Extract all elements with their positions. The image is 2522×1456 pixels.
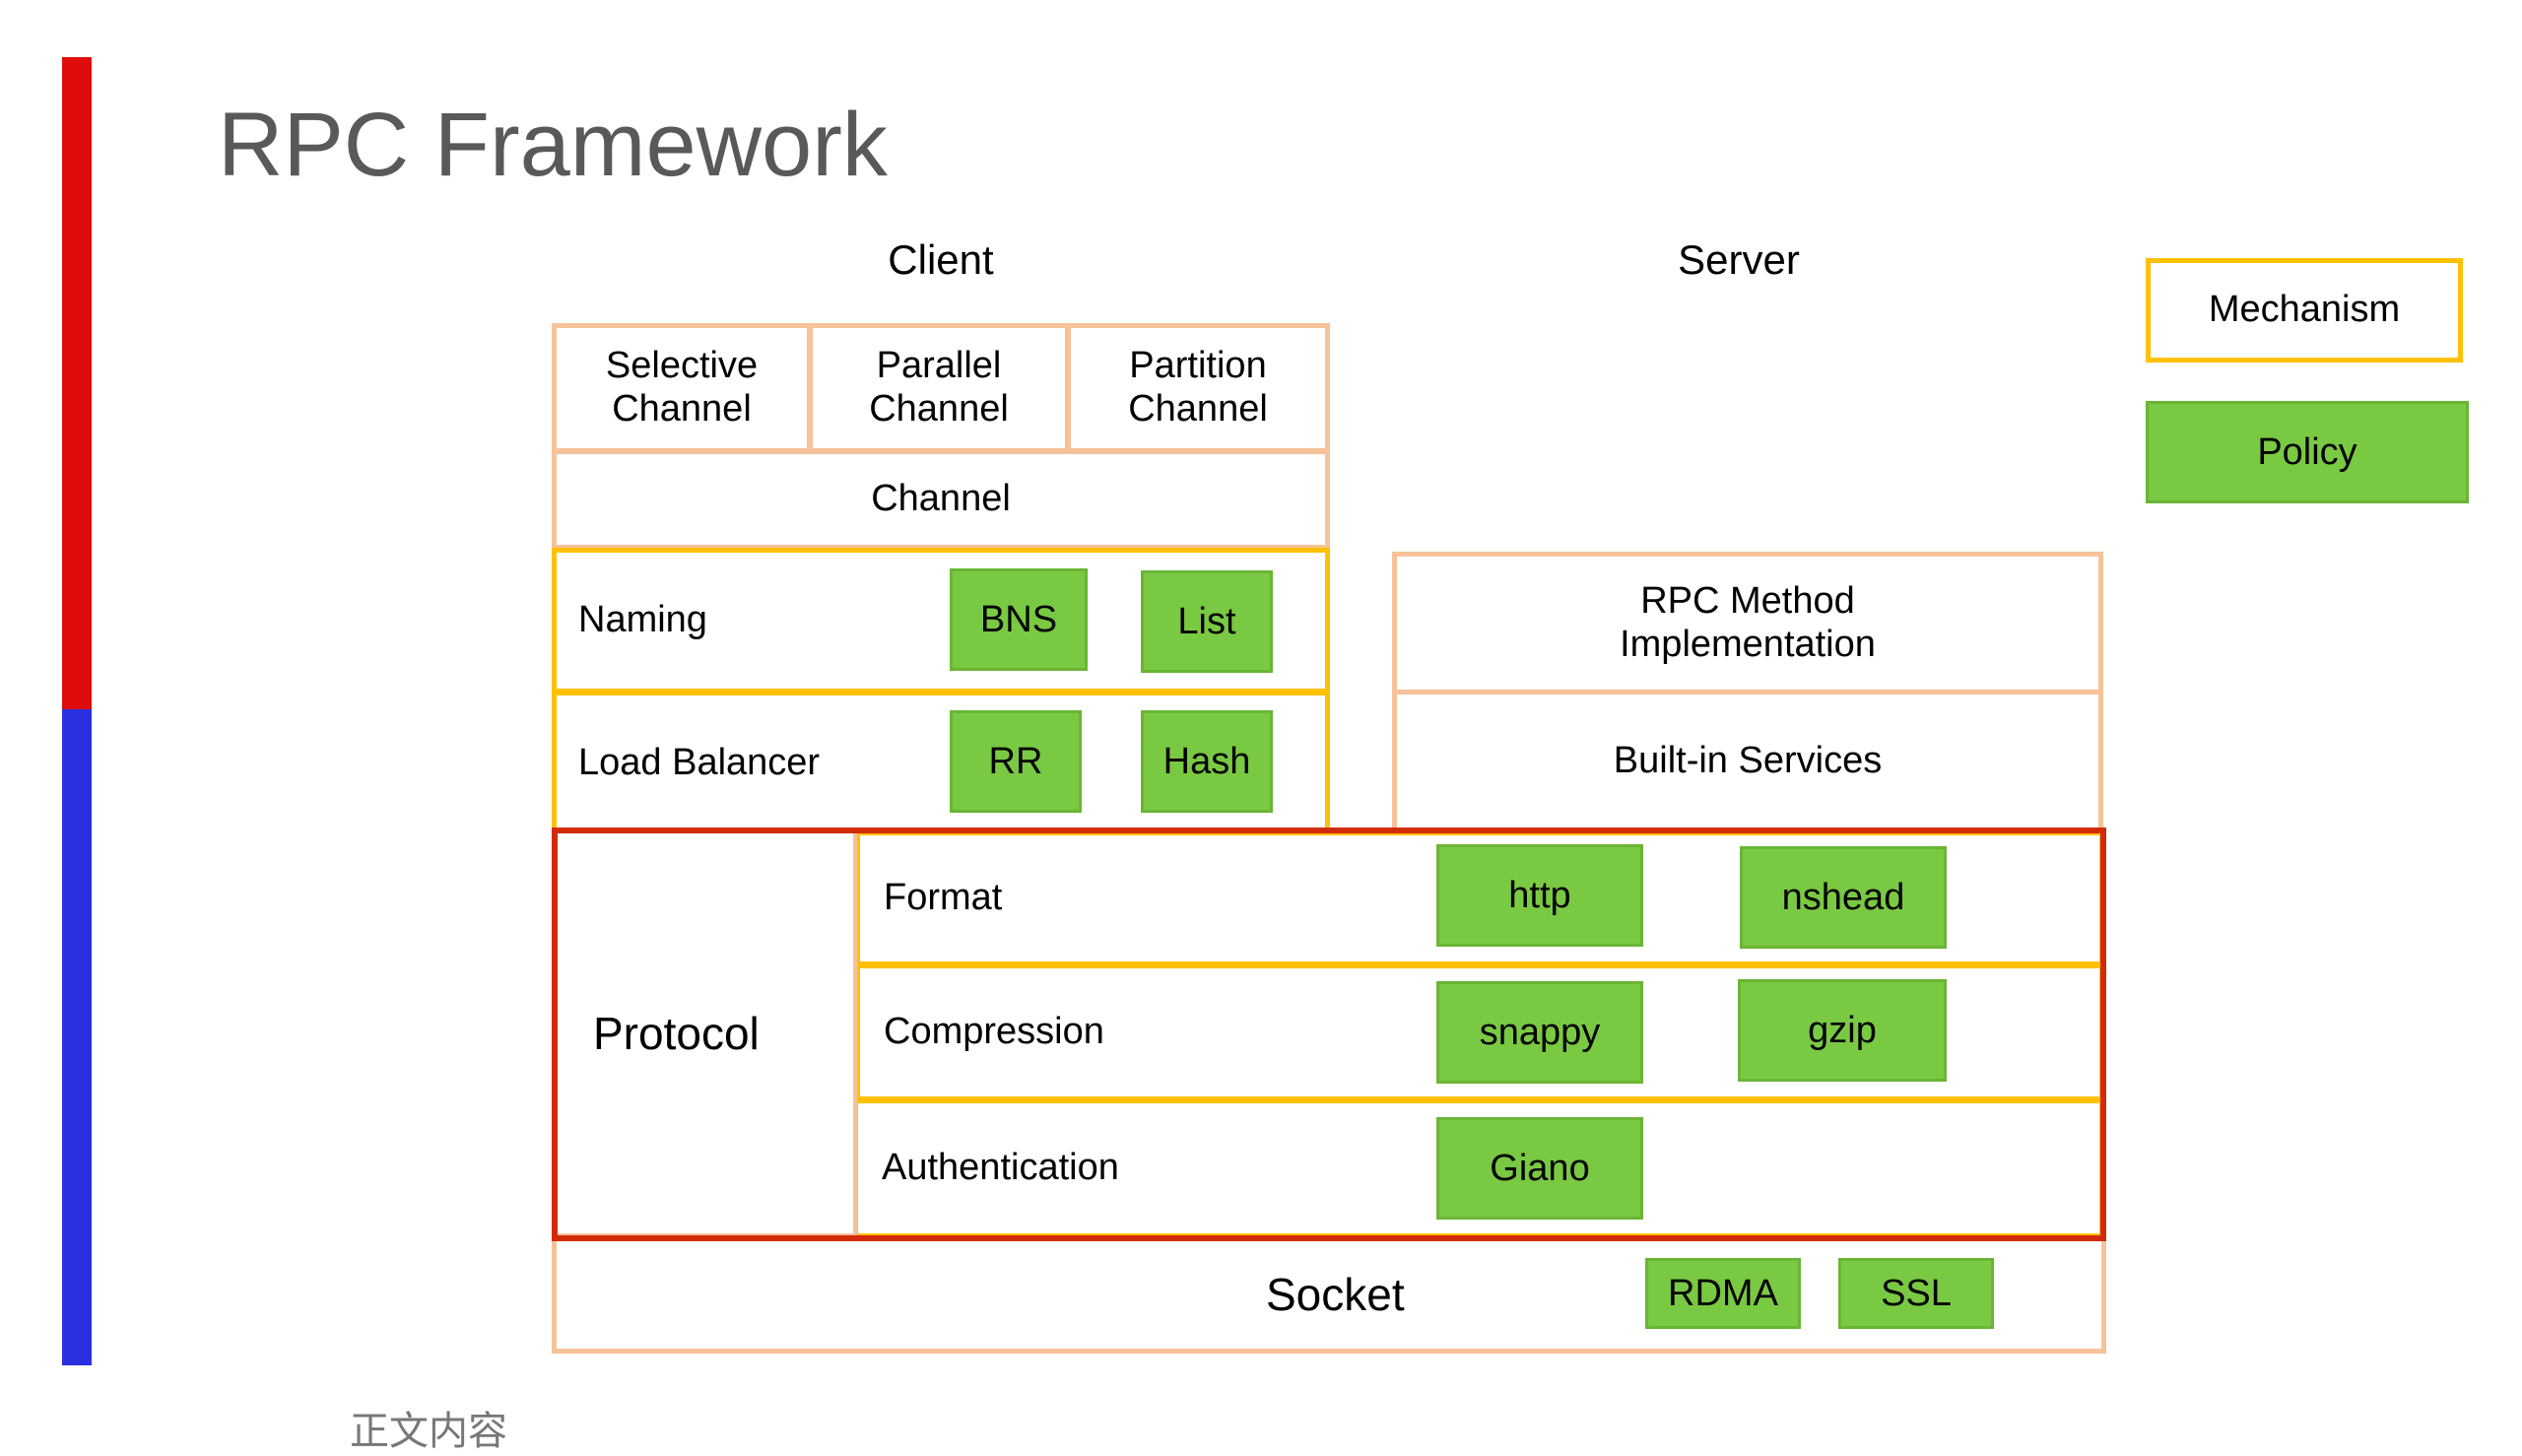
policy-list-label: List — [1177, 600, 1236, 642]
authentication-label: Authentication — [882, 1147, 1119, 1189]
legend-mechanism-label: Mechanism — [2208, 289, 2401, 331]
protocol-box: Protocol — [554, 829, 857, 1237]
legend-policy-label: Policy — [2257, 430, 2357, 473]
builtin-services-label: Built-in Services — [1613, 739, 1883, 781]
load-balancer-label: Load Balancer — [578, 741, 821, 783]
channel-label: Channel — [871, 478, 1011, 520]
policy-rdma-label: RDMA — [1668, 1272, 1778, 1314]
policy-list: List — [1141, 570, 1273, 673]
policy-hash: Hash — [1141, 710, 1273, 813]
selective-channel: Selective Channel — [552, 323, 812, 453]
client-header: Client — [888, 236, 994, 283]
policy-rdma: RDMA — [1645, 1258, 1801, 1329]
policy-bns: BNS — [950, 568, 1088, 671]
socket-label: Socket — [1266, 1268, 1405, 1320]
policy-giano-label: Giano — [1490, 1147, 1590, 1189]
policy-gzip: gzip — [1738, 979, 1947, 1082]
legend-policy: Policy — [2146, 401, 2469, 503]
policy-giano: Giano — [1436, 1117, 1643, 1220]
policy-ssl-label: SSL — [1881, 1272, 1952, 1314]
parallel-channel-label: Parallel Channel — [869, 345, 1009, 430]
partition-channel-label: Partition Channel — [1128, 345, 1268, 430]
policy-rr: RR — [950, 710, 1082, 813]
compression-label: Compression — [884, 1011, 1104, 1053]
socket-box: Socket — [552, 1235, 2106, 1354]
footer-text: 正文内容 — [350, 1410, 507, 1453]
policy-gzip-label: gzip — [1808, 1009, 1877, 1051]
format-label: Format — [884, 877, 1003, 919]
protocol-label: Protocol — [593, 1007, 760, 1059]
policy-snappy: snappy — [1436, 981, 1643, 1084]
policy-bns-label: BNS — [979, 598, 1058, 640]
parallel-channel: Parallel Channel — [808, 323, 1070, 453]
policy-http: http — [1436, 844, 1643, 947]
builtin-services-box: Built-in Services — [1392, 690, 2103, 832]
policy-snappy-label: snappy — [1479, 1011, 1601, 1053]
partition-channel: Partition Channel — [1066, 323, 1330, 453]
protocol-outline — [552, 827, 2106, 1241]
policy-ssl: SSL — [1838, 1258, 1994, 1329]
server-header: Server — [1678, 236, 1800, 283]
channel-box: Channel — [552, 449, 1330, 550]
page-title: RPC Framework — [218, 95, 888, 195]
accent-bar-red — [62, 57, 92, 709]
legend-mechanism: Mechanism — [2146, 258, 2463, 363]
policy-http-label: http — [1508, 874, 1571, 916]
rpc-method-box: RPC Method Implementation — [1392, 552, 2103, 695]
selective-channel-label: Selective Channel — [605, 345, 759, 430]
policy-hash-label: Hash — [1162, 740, 1251, 782]
policy-nshead: nshead — [1740, 846, 1947, 949]
policy-rr-label: RR — [988, 740, 1043, 782]
accent-bar-blue — [62, 709, 92, 1365]
rpc-method-label: RPC Method Implementation — [1620, 579, 1876, 665]
policy-nshead-label: nshead — [1781, 876, 1905, 918]
naming-label: Naming — [578, 599, 707, 641]
